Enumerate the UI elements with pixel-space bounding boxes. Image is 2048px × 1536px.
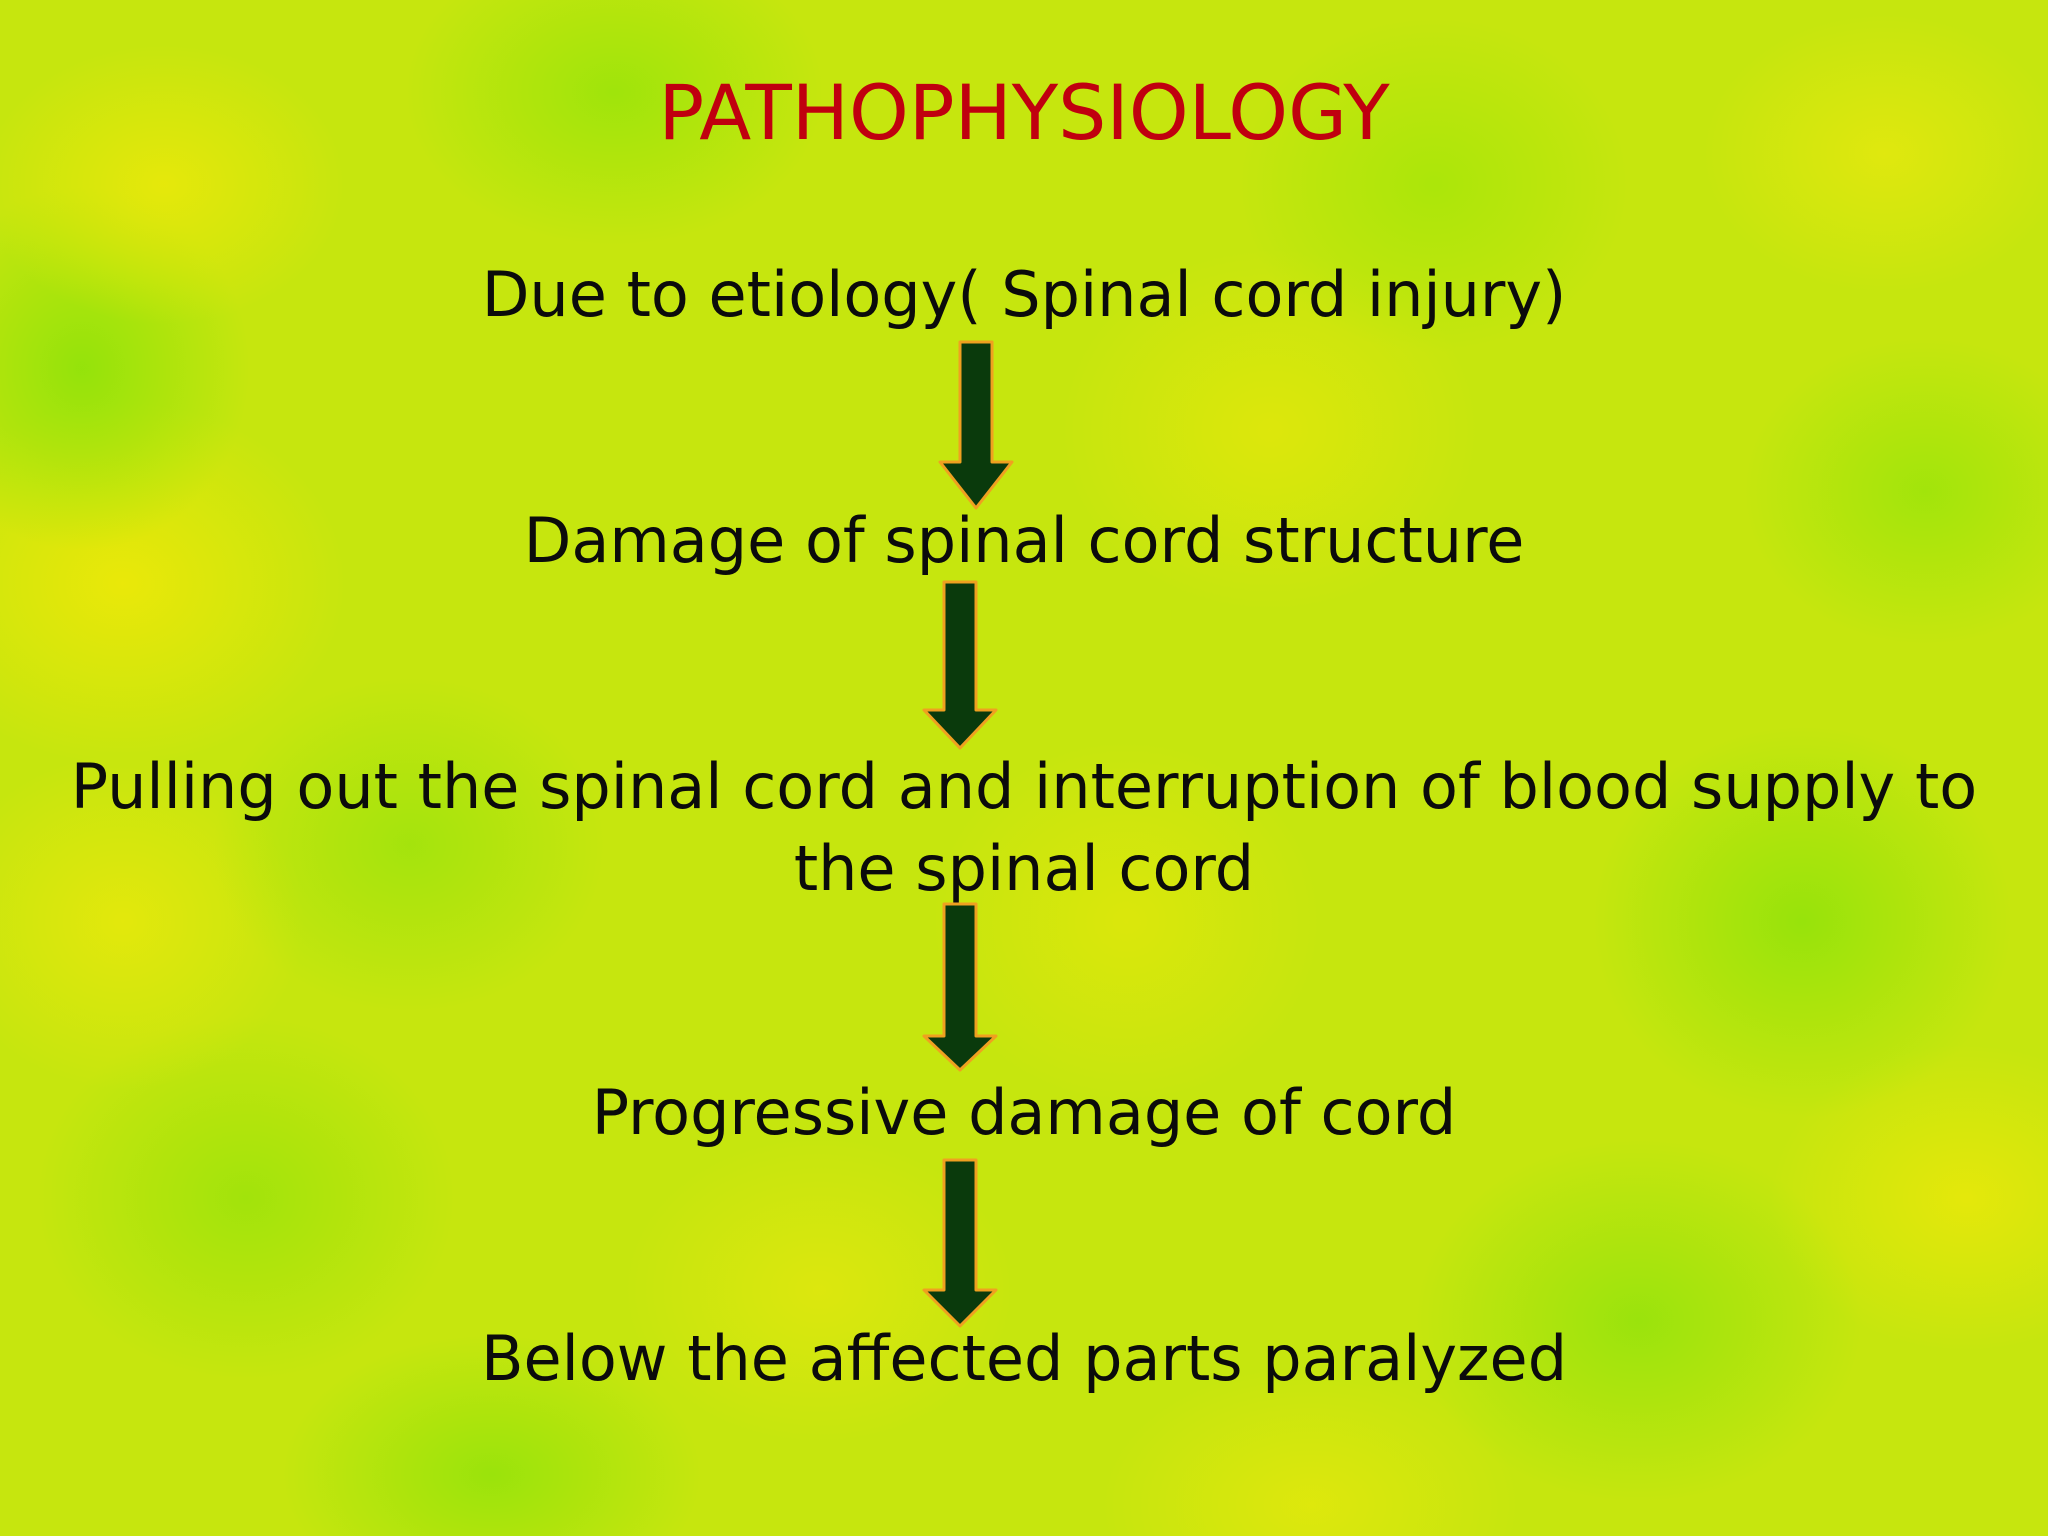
step-5-text: Below the affected parts paralyzed <box>480 1322 1568 1395</box>
down-arrow-icon <box>922 580 998 750</box>
down-arrow-icon <box>938 340 1014 510</box>
down-arrow-icon <box>922 1158 998 1328</box>
step-4-text: Progressive damage of cord <box>591 1076 1457 1149</box>
step-3-text: Pulling out the spinal cord and interrup… <box>70 750 1978 905</box>
step-1-text: Due to etiology( Spinal cord injury) <box>481 258 1567 331</box>
step-2-text: Damage of spinal cord structure <box>523 504 1525 577</box>
slide-title: PATHOPHYSIOLOGY <box>658 68 1390 157</box>
down-arrow-icon <box>922 902 998 1072</box>
